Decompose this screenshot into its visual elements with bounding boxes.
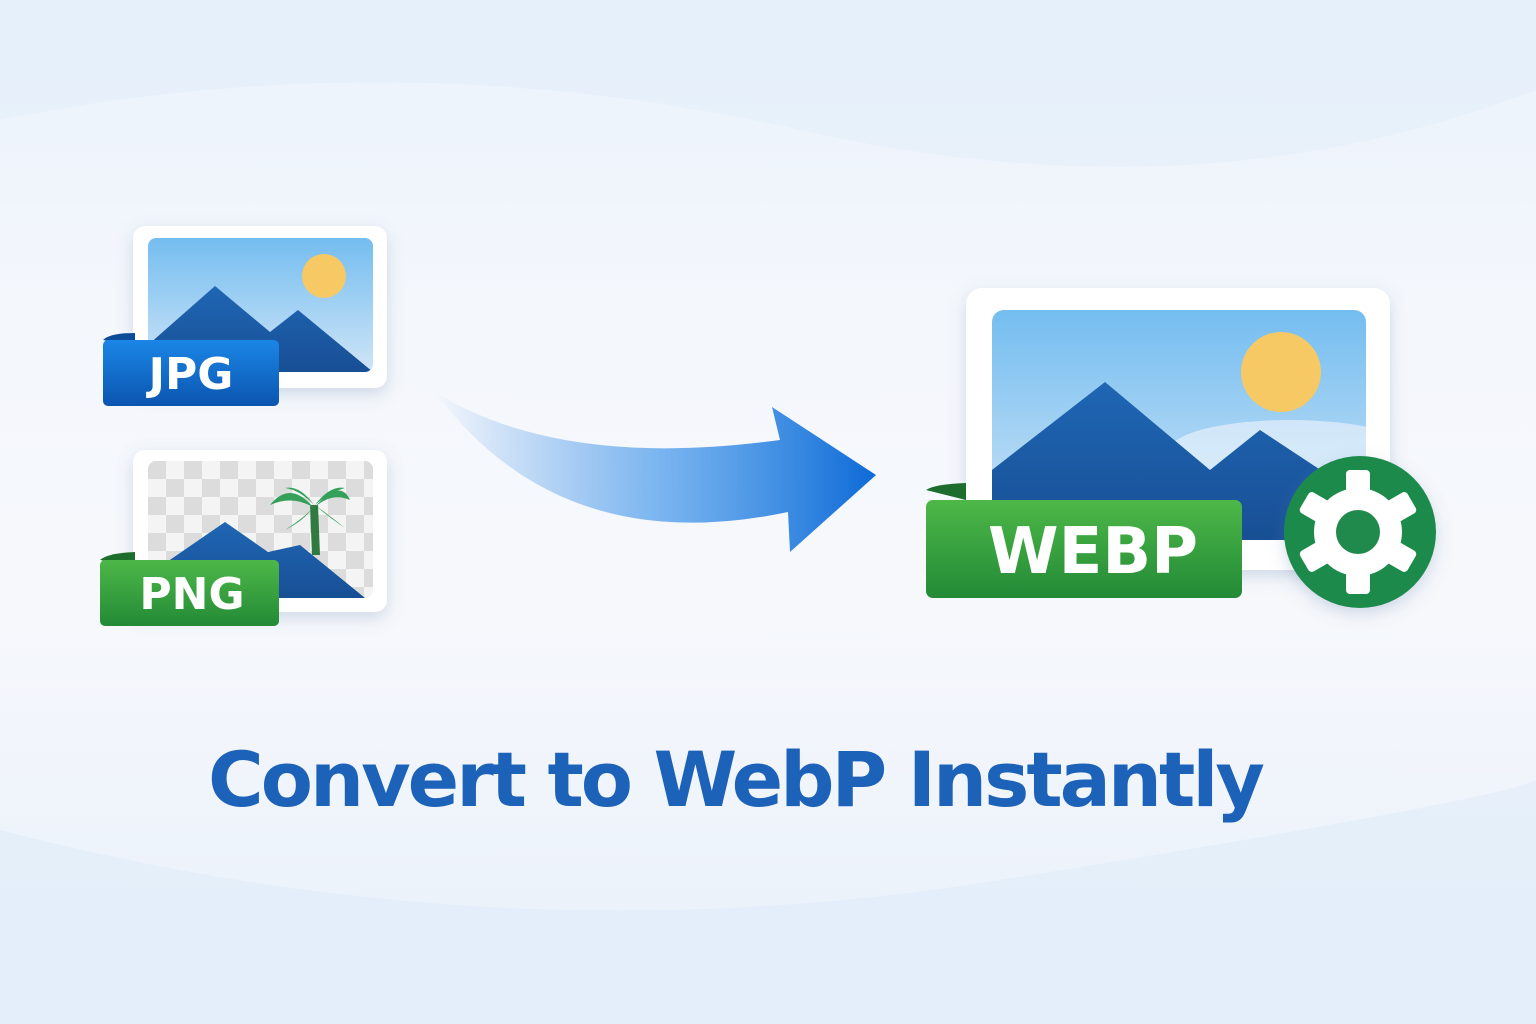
webp-badge: WEBP — [926, 483, 1242, 598]
jpg-label: JPG — [146, 349, 234, 400]
gear-icon — [1284, 456, 1436, 608]
webp-image-card: WEBP — [926, 288, 1436, 608]
headline: Convert to WebP Instantly — [208, 735, 1265, 824]
arrow-right-icon — [435, 392, 876, 552]
background-wave — [0, 0, 1536, 167]
palm-tree-icon — [270, 487, 350, 555]
jpg-image-card: JPG — [103, 226, 387, 406]
png-badge: PNG — [100, 552, 279, 626]
webp-label: WEBP — [988, 515, 1198, 589]
png-label: PNG — [139, 569, 244, 620]
background-wave — [0, 780, 1536, 1024]
jpg-badge: JPG — [103, 333, 279, 406]
png-image-card: PNG — [100, 450, 387, 626]
